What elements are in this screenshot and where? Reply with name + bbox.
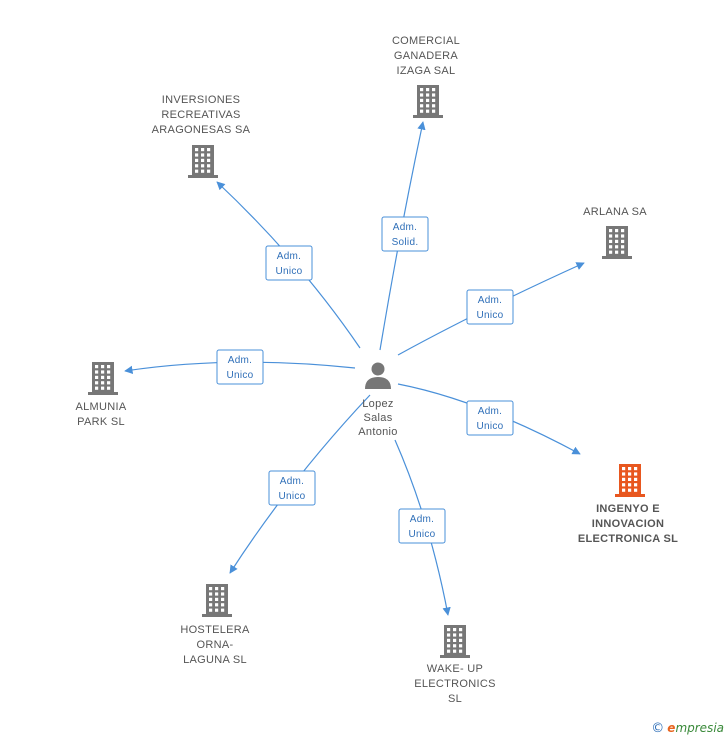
edges-layer [124, 121, 585, 616]
relation-badge-inversiones[interactable]: Adm. Unico [265, 245, 313, 281]
company-label: WAKE- UP [427, 663, 483, 675]
company-label: ARLANA SA [583, 206, 647, 218]
copyright-symbol: © [651, 721, 665, 736]
company-label: INNOVACION [592, 518, 664, 530]
relation-label: Adm. [393, 222, 418, 233]
relation-badge-hostelera[interactable]: Adm. Unico [268, 470, 316, 506]
company-label: PARK SL [77, 416, 125, 428]
company-node-wakeup[interactable]: WAKE- UP ELECTRONICS SL [414, 625, 496, 705]
company-label: ELECTRONICS [414, 678, 496, 690]
relation-label: Unico [476, 310, 503, 321]
relation-label: Adm. [410, 514, 435, 525]
company-label: INGENYO E [596, 503, 660, 515]
person-icon [365, 362, 391, 389]
company-label: ARAGONESAS SA [152, 124, 251, 136]
relation-badge-comercial[interactable]: Adm. Solid. [381, 216, 429, 252]
building-icon [413, 85, 443, 118]
company-label: ORNA- [197, 639, 234, 651]
person-body [365, 377, 391, 389]
relation-badge-wakeup[interactable]: Adm. Unico [398, 508, 446, 544]
company-label: SL [448, 693, 462, 705]
relation-label: Unico [275, 266, 302, 277]
company-node-inversiones[interactable]: INVERSIONES RECREATIVAS ARAGONESAS SA [152, 94, 251, 178]
company-label: ELECTRONICA SL [578, 533, 678, 545]
company-node-comercial[interactable]: COMERCIAL GANADERA IZAGA SAL [392, 35, 460, 118]
relation-label: Adm. [478, 295, 503, 306]
building-icon [602, 226, 632, 259]
company-label: LAGUNA SL [183, 654, 247, 666]
relation-badge-arlana[interactable]: Adm. Unico [466, 289, 514, 325]
relation-label: Unico [226, 370, 253, 381]
relation-label: Adm. [478, 406, 503, 417]
company-node-ingenyo[interactable]: INGENYO E INNOVACION ELECTRONICA SL [578, 464, 678, 545]
building-icon [188, 145, 218, 178]
company-label: ALMUNIA [76, 401, 127, 413]
building-icon [440, 625, 470, 658]
building-icon [88, 362, 118, 395]
company-node-almunia[interactable]: ALMUNIA PARK SL [76, 362, 127, 428]
company-node-hostelera[interactable]: HOSTELERA ORNA- LAGUNA SL [180, 584, 250, 666]
relation-label: Unico [278, 491, 305, 502]
building-icon [615, 464, 645, 497]
relation-badge-almunia[interactable]: Adm. Unico [216, 349, 264, 385]
person-name-label: Lopez [362, 398, 393, 410]
company-node-arlana[interactable]: ARLANA SA [583, 206, 647, 259]
company-label: INVERSIONES [162, 94, 241, 106]
relation-label: Unico [476, 421, 503, 432]
company-label: RECREATIVAS [161, 109, 240, 121]
building-icon [202, 584, 232, 617]
nodes-layer: COMERCIAL GANADERA IZAGA SAL INVERSIONES REC… [76, 35, 678, 705]
relation-label: Adm. [280, 476, 305, 487]
person-name-label: Salas [363, 412, 392, 424]
footer-brand: ©empresia [651, 721, 724, 736]
company-label: HOSTELERA [180, 624, 250, 636]
relation-label: Unico [408, 529, 435, 540]
company-label: GANADERA [394, 50, 458, 62]
relations-layer: Adm.Solid.Adm.UnicoAdm.UnicoAdm.UnicoAdm… [216, 216, 514, 544]
company-label: COMERCIAL [392, 35, 460, 47]
person-name-label: Antonio [358, 426, 397, 438]
brand-name: mpresia [675, 721, 724, 735]
relation-label: Adm. [277, 251, 302, 262]
company-label: IZAGA SAL [397, 65, 456, 77]
brand-e: e [667, 721, 676, 735]
relation-label: Adm. [228, 355, 253, 366]
relation-badge-ingenyo[interactable]: Adm. Unico [466, 400, 514, 436]
person-head [371, 362, 385, 376]
relation-label: Solid. [392, 237, 419, 248]
